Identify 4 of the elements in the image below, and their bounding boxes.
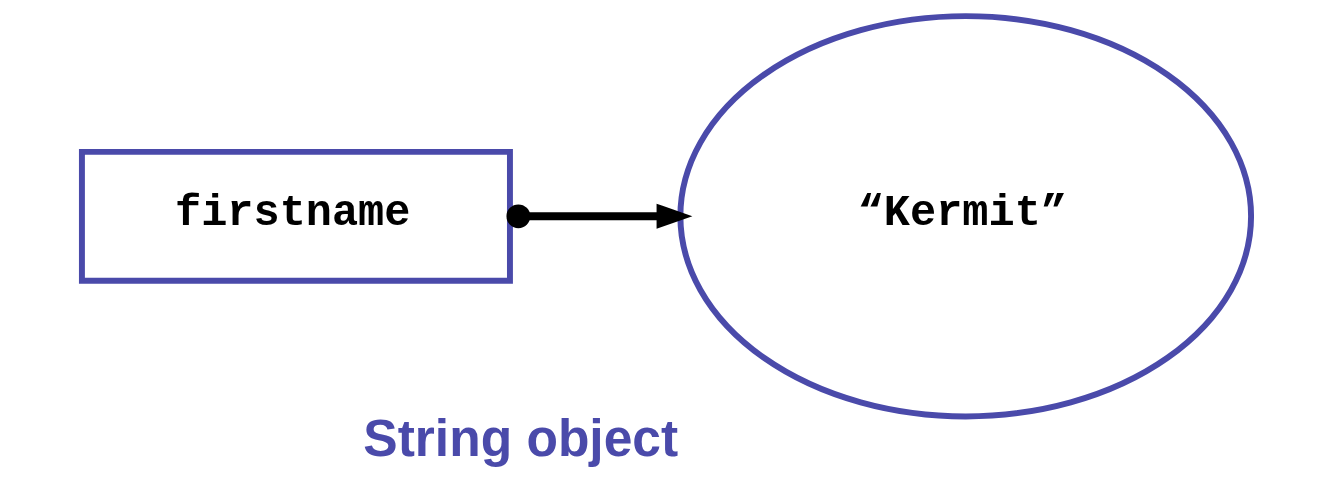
node-ellipse: “Kermit” (676, 13, 1254, 420)
node-box: firstname (78, 148, 513, 284)
arrow (505, 203, 692, 229)
node-label: String object (362, 408, 678, 467)
